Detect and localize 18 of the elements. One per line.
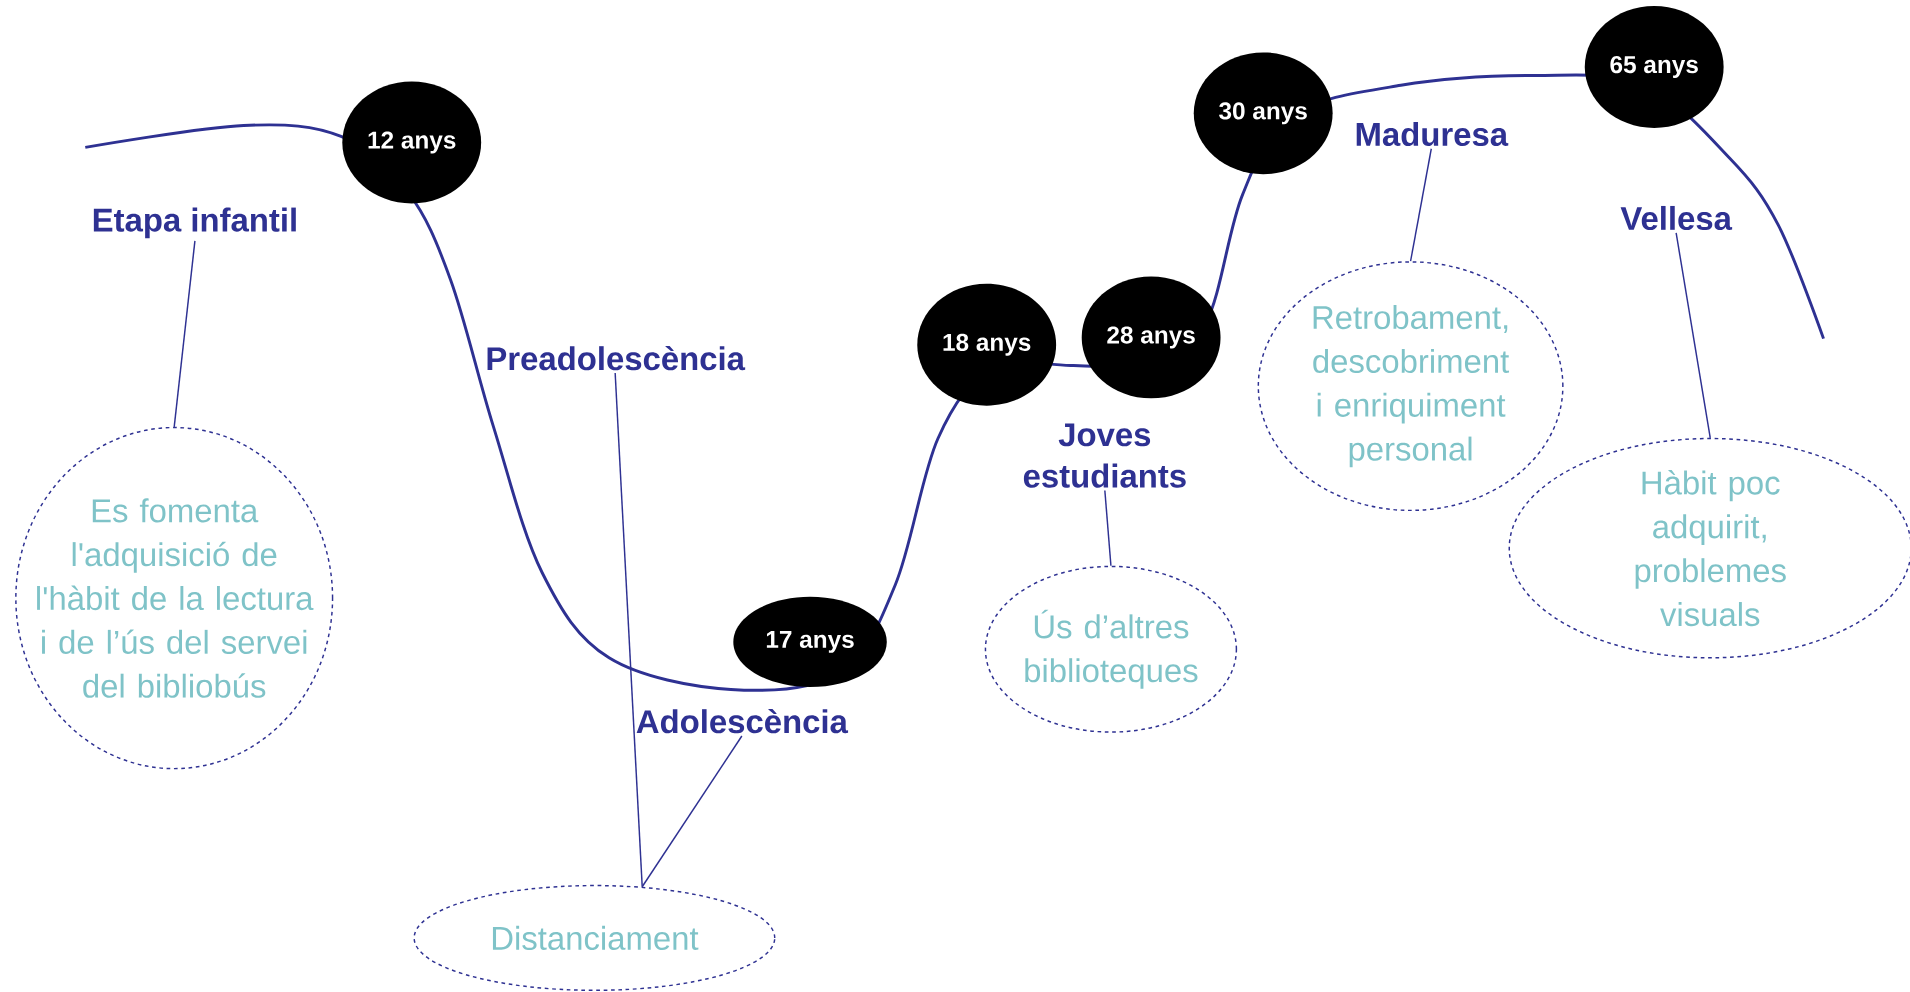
age-bubble: 65 anys (1584, 6, 1724, 129)
stage-label: Maduresa (1356, 122, 1509, 147)
stage-label: Vellesa (1620, 206, 1733, 231)
leader-line (614, 372, 643, 888)
stage-label: Preadolescència (487, 346, 746, 371)
leader-line (1675, 232, 1711, 439)
stage-label: Etapa infantil (93, 207, 296, 239)
stage-label: Joves estudiants (1023, 423, 1186, 488)
age-bubble: 28 anys (1081, 276, 1221, 399)
leader-line (641, 735, 743, 888)
age-bubble: 18 anys (917, 284, 1057, 406)
age-bubble: 17 anys (733, 597, 887, 688)
age-bubble: 30 anys (1193, 52, 1333, 175)
stage-label: Adolescència (636, 709, 849, 734)
leader-line (1409, 148, 1432, 263)
leader-line (1104, 489, 1112, 567)
age-bubble: 12 anys (342, 81, 482, 204)
leader-line (173, 240, 196, 428)
